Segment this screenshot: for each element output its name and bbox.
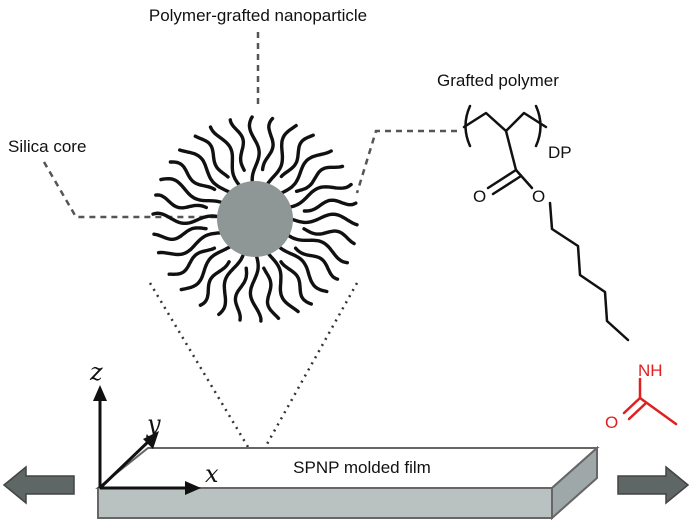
chemical-structure: DP O O NH O — [462, 104, 678, 432]
z-axis-arrowhead — [93, 385, 107, 401]
carbonyl-bond-2 — [491, 174, 523, 196]
alkyl-chain — [548, 201, 630, 342]
zoom-cone — [148, 282, 359, 463]
bracket-right — [534, 104, 542, 148]
polymer-chain — [154, 193, 208, 210]
film-side-face — [551, 445, 598, 520]
polymer-chain — [217, 251, 246, 317]
polymer-chain — [276, 244, 329, 294]
silica-core — [217, 181, 293, 257]
grafted-polymer-leader — [355, 129, 457, 194]
degree-of-polymerization: DP — [548, 143, 572, 162]
backbone-bonds — [462, 104, 630, 342]
leader-lines — [42, 32, 457, 219]
polymer-chain — [152, 226, 208, 241]
amide-bonds — [622, 377, 678, 426]
amide-nh: NH — [638, 361, 663, 380]
polymer-chain — [302, 198, 358, 213]
polymer-chain — [302, 227, 356, 246]
polymer-chain — [287, 182, 353, 209]
zoom-line-left — [148, 282, 259, 463]
polymer-chain — [260, 116, 275, 172]
silica-core-leader — [42, 161, 233, 219]
polymer-backbone — [462, 111, 548, 133]
ester-oxygen: O — [532, 187, 545, 206]
polymer-chain — [159, 177, 225, 205]
polymer-chain — [262, 266, 281, 320]
silica-core-label: Silica core — [8, 137, 86, 156]
side-chain-bond — [504, 129, 518, 172]
carbonyl-bond-1 — [486, 168, 518, 190]
y-axis-arrowhead — [143, 431, 159, 449]
molded-film: SPNP molded film — [95, 445, 600, 520]
pull-arrow-right — [617, 465, 690, 505]
pull-arrow-left — [2, 465, 75, 505]
amide-co-bond-2 — [627, 402, 647, 421]
y-axis-label: y — [146, 410, 161, 438]
ester-bond — [514, 168, 534, 190]
coordinate-axes — [98, 395, 190, 490]
polymer-chain — [279, 260, 313, 306]
x-axis-arrowhead — [185, 481, 201, 495]
polymer-chain — [247, 115, 261, 185]
polymer-chain — [279, 133, 315, 179]
film-label: SPNP molded film — [293, 458, 431, 477]
film-front-face — [97, 487, 553, 519]
y-axis-line — [98, 438, 152, 490]
polymer-chain — [178, 148, 232, 195]
polymer-chain — [294, 164, 345, 193]
polymer-chain — [198, 260, 231, 307]
z-axis-label: z — [89, 358, 103, 386]
nanoparticle-label: Polymer-grafted nanoparticle — [149, 6, 367, 25]
x-axis-label: x — [205, 460, 219, 488]
polymer-chain — [156, 231, 224, 257]
axis-arrowheads — [93, 385, 201, 495]
polymer-chain — [208, 125, 242, 188]
polymer-chains — [151, 115, 359, 323]
polymer-chain — [278, 149, 333, 196]
amide-co-bond-1 — [622, 396, 642, 415]
polymer-chain — [151, 211, 221, 225]
carbonyl-oxygen: O — [473, 187, 486, 206]
polymer-chain — [167, 246, 217, 276]
polymer-chain — [168, 160, 217, 192]
amide-oxygen: O — [605, 413, 618, 432]
polymer-chain — [179, 244, 233, 292]
amide-methyl-bond — [638, 396, 678, 426]
polymer-chain — [293, 246, 340, 281]
polymer-chain — [233, 266, 249, 322]
polymer-chain — [248, 253, 263, 323]
polymer-chain — [228, 118, 246, 172]
polymer-chain — [193, 134, 230, 179]
polymer-chain — [265, 123, 298, 187]
polymer-chain — [266, 251, 300, 314]
polymer-chain — [285, 233, 349, 265]
grafted-polymer-label: Grafted polymer — [437, 71, 559, 90]
polymer-chain — [289, 212, 359, 227]
